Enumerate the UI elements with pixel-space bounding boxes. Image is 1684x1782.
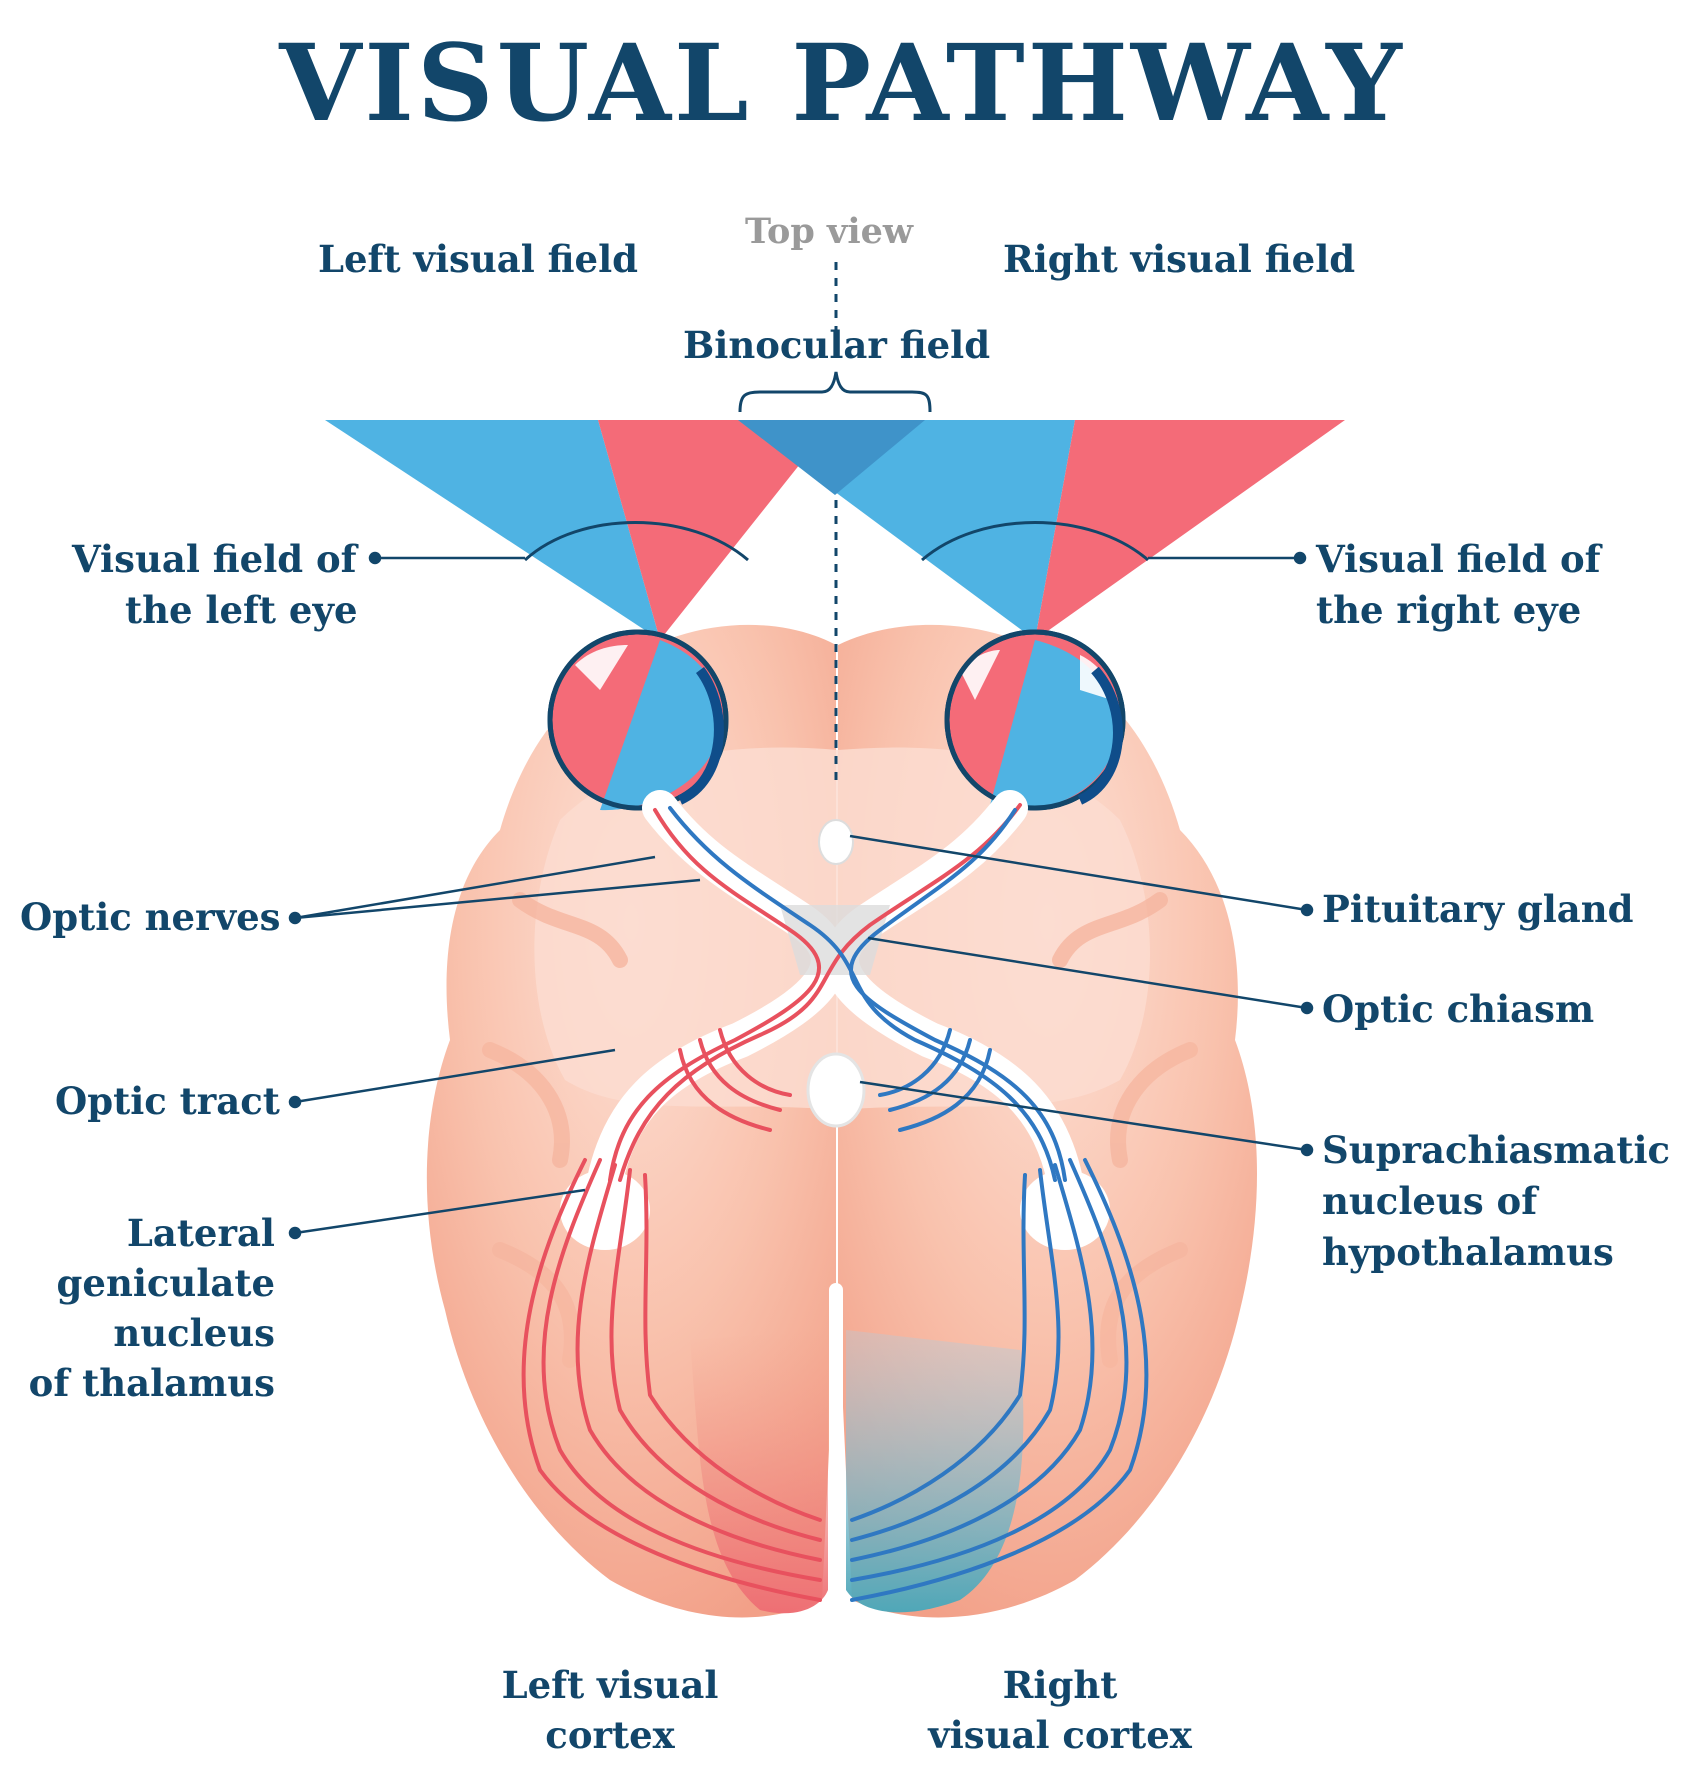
diagram-title: VISUAL PATHWAY xyxy=(279,20,1405,145)
nerve-fibers-red xyxy=(521,803,1022,1602)
binocular-overlap xyxy=(738,420,925,495)
right-eye xyxy=(944,629,1126,811)
lateral-geniculate-label-line4: of thalamus xyxy=(28,1361,275,1405)
brain-gyri xyxy=(482,892,1198,1368)
visual-field-left-eye-label-line2: the left eye xyxy=(125,588,358,632)
left-eye xyxy=(547,629,729,811)
lateral-geniculate-label-line1: Lateral xyxy=(126,1211,275,1255)
right-visual-cortex-label-line2: visual cortex xyxy=(928,1713,1192,1757)
visual-field-left-eye-label-line1: Visual field of xyxy=(72,537,357,581)
left-visual-field-label: Left visual field xyxy=(318,237,639,281)
suprachiasmatic-label-line2: nucleus of xyxy=(1322,1179,1538,1223)
pointer-lines xyxy=(288,551,1314,1240)
optic-chiasm-label: Optic chiasm xyxy=(1322,987,1595,1031)
right-visual-cortex-area xyxy=(846,1330,1024,1613)
optic-nerves-label: Optic nerves xyxy=(20,895,281,939)
left-eye-field-blue xyxy=(325,420,660,640)
pituitary-gland-label: Pituitary gland xyxy=(1322,887,1634,931)
suprachiasmatic-nucleus-shape xyxy=(806,1052,866,1128)
left-visual-cortex-label-line2: cortex xyxy=(545,1713,675,1757)
binocular-brace xyxy=(738,371,932,413)
suprachiasmatic-label-line3: hypothalamus xyxy=(1322,1230,1614,1274)
right-visual-field-label: Right visual field xyxy=(1003,237,1356,281)
top-view-label: Top view xyxy=(745,211,914,252)
left-visual-cortex-label-line1: Left visual xyxy=(501,1663,719,1707)
right-eye-field-arc xyxy=(921,521,1149,562)
suprachiasmatic-label-line1: Suprachiasmatic xyxy=(1322,1128,1671,1172)
left-eye-field-arc xyxy=(523,521,749,562)
lateral-geniculate-label-line3: nucleus xyxy=(113,1311,275,1355)
visual-field-right-eye-label-line1: Visual field of xyxy=(1316,537,1601,581)
lateral-geniculate-label-line2: geniculate xyxy=(56,1261,275,1305)
pituitary-gland-shape xyxy=(818,819,854,865)
visual-field-right-eye-label-line2: the right eye xyxy=(1316,588,1582,632)
binocular-field-label: Binocular field xyxy=(683,323,991,367)
right-visual-cortex-label-line1: Right xyxy=(1002,1663,1118,1707)
nerve-fibers-blue xyxy=(668,806,1149,1602)
right-eye-field-red xyxy=(1035,420,1345,640)
visual-fields xyxy=(325,420,1345,640)
left-eye-field-red xyxy=(598,420,835,640)
optic-tract-label: Optic tract xyxy=(55,1079,280,1123)
left-visual-cortex-area xyxy=(690,1330,828,1614)
